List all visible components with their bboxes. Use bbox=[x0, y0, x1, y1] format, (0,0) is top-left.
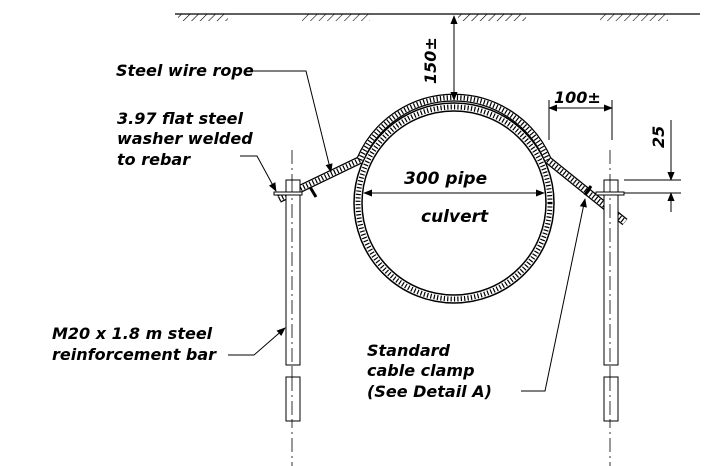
right-rebar bbox=[603, 150, 619, 466]
steel-wire-rope-label: Steel wire rope bbox=[116, 61, 254, 80]
rebar-label-line1: M20 x 1.8 m steel bbox=[52, 324, 213, 343]
ground-surface bbox=[175, 13, 700, 21]
clamp-label-line2: cable clamp bbox=[367, 361, 475, 380]
rebar-label-line2: reinforcement bar bbox=[52, 345, 217, 364]
cover-dimension-text: 150± bbox=[421, 37, 440, 84]
washer-label-line2: washer welded bbox=[117, 129, 253, 148]
rebar-projection-text: 25 bbox=[649, 126, 668, 148]
left-rebar bbox=[285, 150, 301, 466]
pipe-label-line1: 300 pipe bbox=[404, 169, 487, 189]
washer-label-line3: to rebar bbox=[117, 150, 191, 169]
cover-dimension: 150± bbox=[421, 15, 458, 101]
offset-dimension: 100± bbox=[548, 88, 613, 140]
right-washer bbox=[595, 191, 625, 196]
left-washer bbox=[273, 191, 303, 196]
clamp-label-line1: Standard bbox=[367, 341, 451, 360]
clamp-label-line3: (See Detail A) bbox=[367, 382, 492, 401]
pipe-culvert bbox=[353, 102, 555, 304]
offset-dimension-text: 100± bbox=[554, 88, 601, 107]
left-cable-clamp bbox=[308, 186, 318, 198]
right-cable-clamp bbox=[583, 185, 593, 196]
rebar-projection-dimension: 25 bbox=[624, 120, 681, 212]
washer-label-line1: 3.97 flat steel bbox=[117, 109, 244, 128]
steel-wire-rope bbox=[277, 93, 628, 226]
pipe-label-line2: culvert bbox=[421, 207, 489, 227]
